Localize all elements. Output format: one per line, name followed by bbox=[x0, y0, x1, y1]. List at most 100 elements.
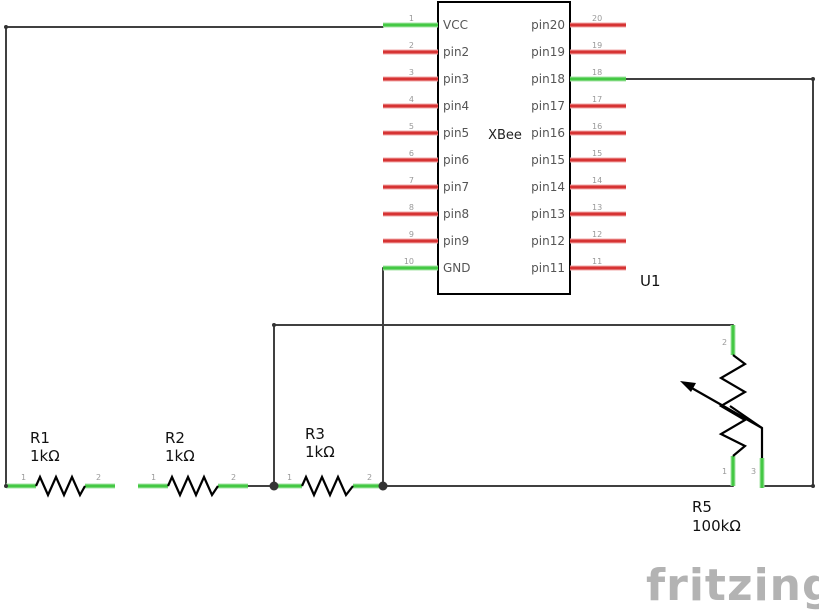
resistor-r2[interactable]: R2 1kΩ 1 2 bbox=[138, 429, 248, 498]
r1-ref-label: R1 bbox=[30, 429, 50, 447]
r5-pin3-number: 3 bbox=[751, 467, 756, 476]
resistor-r1[interactable]: R1 1kΩ 1 2 bbox=[6, 429, 115, 498]
r5-value-label: 100kΩ bbox=[692, 517, 741, 535]
xbee-pin-19-name: pin19 bbox=[531, 45, 565, 59]
r3-value-label: 1kΩ bbox=[305, 443, 335, 461]
r1-zigzag bbox=[34, 474, 86, 498]
wire-vcc-to-r1[interactable] bbox=[5, 26, 384, 487]
wire-endpoint-vcc bbox=[4, 25, 8, 29]
xbee-pin-12-number: 12 bbox=[592, 230, 602, 239]
fritzing-logo-text: fritzing bbox=[646, 560, 819, 611]
wire-endpoint-left bbox=[4, 484, 8, 488]
wire-endpoint-top-node bbox=[272, 323, 276, 327]
xbee-pin-11-name: pin11 bbox=[531, 261, 565, 275]
fritzing-logo: fritzing bbox=[646, 560, 819, 611]
r2-pin1-number: 1 bbox=[151, 473, 156, 482]
xbee-pin-9-name: pin9 bbox=[443, 234, 469, 248]
junction-node-r3-gnd[interactable] bbox=[378, 481, 388, 491]
xbee-pin-9[interactable]: 9 pin9 bbox=[383, 230, 469, 248]
xbee-pin-4[interactable]: 4 pin4 bbox=[383, 95, 469, 113]
junction-node-r2-r3[interactable] bbox=[269, 481, 279, 491]
xbee-pin-14-name: pin14 bbox=[531, 180, 565, 194]
xbee-name: XBee bbox=[488, 128, 522, 143]
wire-pin18-to-r5[interactable] bbox=[625, 78, 814, 487]
r5-zigzag bbox=[718, 354, 748, 457]
xbee-pin-4-number: 4 bbox=[409, 95, 414, 104]
xbee-pin-6-name: pin6 bbox=[443, 153, 469, 167]
xbee-pin-14[interactable]: 14 pin14 bbox=[531, 176, 626, 194]
r1-pin2-number: 2 bbox=[96, 473, 101, 482]
xbee-pin-15[interactable]: 15 pin15 bbox=[531, 149, 626, 167]
xbee-pin-17-name: pin17 bbox=[531, 99, 565, 113]
r2-zigzag bbox=[166, 474, 219, 498]
xbee-pin-13[interactable]: 13 pin13 bbox=[531, 203, 626, 221]
wire-r2-r3-node-to-r5[interactable] bbox=[273, 324, 734, 487]
xbee-pin-10-name: GND bbox=[443, 261, 471, 275]
xbee-pin-10-number: 10 bbox=[404, 257, 414, 266]
xbee-pin-4-name: pin4 bbox=[443, 99, 469, 113]
xbee-pin-8[interactable]: 8 pin8 bbox=[383, 203, 469, 221]
xbee-pin-17-number: 17 bbox=[592, 95, 602, 104]
r3-pin1-number: 1 bbox=[287, 473, 292, 482]
r2-pin2-number: 2 bbox=[231, 473, 236, 482]
xbee-pin-15-name: pin15 bbox=[531, 153, 565, 167]
potentiometer-r5[interactable]: 2 1 3 R5 100kΩ bbox=[680, 325, 765, 535]
xbee-pin-12[interactable]: 12 pin12 bbox=[531, 230, 626, 248]
xbee-pin-17[interactable]: 17 pin17 bbox=[531, 95, 626, 113]
xbee-pin-18-name: pin18 bbox=[531, 72, 565, 86]
xbee-pin-6-number: 6 bbox=[409, 149, 414, 158]
xbee-pin-18-number: 18 bbox=[592, 68, 602, 77]
xbee-pin-6[interactable]: 6 pin6 bbox=[383, 149, 469, 167]
xbee-pin-5[interactable]: 5 pin5 bbox=[383, 122, 469, 140]
xbee-pin-19-number: 19 bbox=[592, 41, 602, 50]
xbee-ref-label: U1 bbox=[640, 272, 661, 290]
xbee-pin-11-number: 11 bbox=[592, 257, 602, 266]
r1-value-label: 1kΩ bbox=[30, 447, 60, 465]
xbee-pin-14-number: 14 bbox=[592, 176, 602, 185]
xbee-pin-18[interactable]: 18 pin18 bbox=[531, 68, 626, 86]
r5-ref-label: R5 bbox=[692, 498, 712, 516]
xbee-pin-5-number: 5 bbox=[409, 122, 414, 131]
xbee-pin-5-name: pin5 bbox=[443, 126, 469, 140]
xbee-pin-8-number: 8 bbox=[409, 203, 414, 212]
xbee-pin-20[interactable]: 20 pin20 bbox=[531, 14, 626, 32]
xbee-pin-9-number: 9 bbox=[409, 230, 414, 239]
xbee-pin-20-name: pin20 bbox=[531, 18, 565, 32]
wire-endpoint-right bbox=[811, 484, 815, 488]
xbee-pin-8-name: pin8 bbox=[443, 207, 469, 221]
xbee-pin-12-name: pin12 bbox=[531, 234, 565, 248]
r3-zigzag bbox=[300, 474, 354, 498]
xbee-body bbox=[437, 1, 571, 295]
r3-ref-label: R3 bbox=[305, 425, 325, 443]
r2-value-label: 1kΩ bbox=[165, 447, 195, 465]
r5-arrow-head bbox=[680, 381, 696, 392]
r3-pin2-number: 2 bbox=[367, 473, 372, 482]
xbee-pin-2-name: pin2 bbox=[443, 45, 469, 59]
xbee-pin-7-name: pin7 bbox=[443, 180, 469, 194]
xbee-pin-13-name: pin13 bbox=[531, 207, 565, 221]
wire-endpoint-pin18-corner bbox=[811, 77, 815, 81]
r5-pin1-number: 1 bbox=[722, 467, 727, 476]
r5-arrow-shaft bbox=[689, 386, 763, 429]
xbee-pin-15-number: 15 bbox=[592, 149, 602, 158]
r5-pin2-number: 2 bbox=[722, 338, 727, 347]
xbee-pin-19[interactable]: 19 pin19 bbox=[531, 41, 626, 59]
xbee-pin-3-number: 3 bbox=[409, 68, 414, 77]
xbee-pin-13-number: 13 bbox=[592, 203, 602, 212]
xbee-pin-11[interactable]: 11 pin11 bbox=[531, 257, 626, 275]
xbee-pin-20-number: 20 bbox=[592, 14, 602, 23]
xbee-pin-1-number: 1 bbox=[409, 14, 414, 23]
xbee-pin-2[interactable]: 2 pin2 bbox=[383, 41, 469, 59]
xbee-pin-2-number: 2 bbox=[409, 41, 414, 50]
resistor-r3[interactable]: R3 1kΩ 1 2 bbox=[274, 425, 383, 498]
xbee-pin-16-name: pin16 bbox=[531, 126, 565, 140]
xbee-pin-10[interactable]: 10 GND bbox=[383, 257, 471, 275]
